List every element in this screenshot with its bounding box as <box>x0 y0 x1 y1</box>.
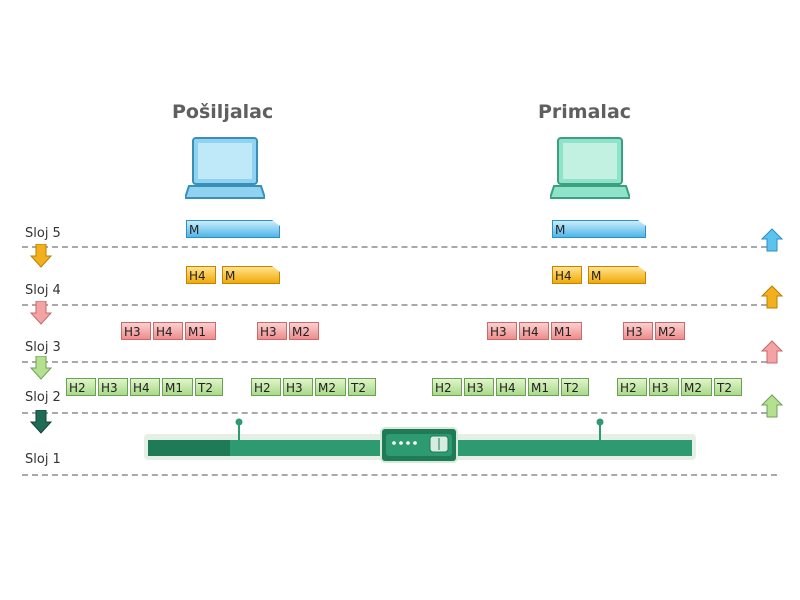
sender-l2-frame2-h3: H3 <box>283 378 313 396</box>
layer-label-5: Sloj 5 <box>25 226 61 241</box>
up-arrow-icon-layer4 <box>760 285 784 309</box>
layer-label-4: Sloj 4 <box>25 283 61 298</box>
receiver-l2-frame1-h4: H4 <box>496 378 526 396</box>
layer-label-3: Sloj 3 <box>25 340 61 355</box>
receiver-l3-packet1-h4: H4 <box>519 322 549 340</box>
sender-l3-packet2-m2: M2 <box>289 322 319 340</box>
layer-separator-4 <box>22 304 777 306</box>
sender-title: Pošiljalac <box>172 101 274 123</box>
network-switch-icon <box>380 427 458 463</box>
sender-l3-packet1-m1: M1 <box>185 322 216 340</box>
sender-l2-frame1-h3: H3 <box>98 378 128 396</box>
receiver-l2-frame2-h3: H3 <box>649 378 679 396</box>
receiver-l2-frame1-t2: T2 <box>561 378 589 396</box>
sender-l3-packet1-h3: H3 <box>121 322 151 340</box>
layer-separator-3 <box>22 361 777 363</box>
receiver-l3-packet1-m1: M1 <box>551 322 582 340</box>
sender-l2-frame2-h2: H2 <box>251 378 281 396</box>
down-arrow-icon-layer2 <box>30 410 52 434</box>
receiver-l4-header: H4 <box>552 266 582 284</box>
sender-l4-message: M <box>222 266 280 284</box>
sender-l2-frame2-t2: T2 <box>348 378 376 396</box>
up-arrow-icon-layer3 <box>760 340 784 364</box>
receiver-l3-packet2-m2: M2 <box>655 322 685 340</box>
receiver-l2-frame1-h2: H2 <box>432 378 462 396</box>
sender-l2-frame2-m2: M2 <box>315 378 346 396</box>
sender-l2-frame1-m1: M1 <box>162 378 193 396</box>
down-arrow-icon-layer5 <box>30 244 52 268</box>
receiver-l2-frame2-m2: M2 <box>681 378 712 396</box>
layer-separator-5 <box>22 246 777 248</box>
receiver-l3-packet2-h3: H3 <box>623 322 653 340</box>
sender-l3-packet2-h3: H3 <box>257 322 287 340</box>
sender-l4-header: H4 <box>186 266 216 284</box>
sender-l2-frame1-h4: H4 <box>130 378 160 396</box>
up-arrow-icon-layer2 <box>760 394 784 418</box>
sender-l3-packet1-h4: H4 <box>153 322 183 340</box>
sender-l5-message: M <box>186 220 280 238</box>
layer-label-2: Sloj 2 <box>25 390 61 405</box>
receiver-computer-icon <box>550 137 630 199</box>
sender-computer-icon <box>185 137 265 199</box>
receiver-l2-frame1-m1: M1 <box>528 378 559 396</box>
sender-l2-frame1-t2: T2 <box>195 378 223 396</box>
down-arrow-icon-layer3 <box>30 356 52 380</box>
receiver-l2-frame1-h3: H3 <box>464 378 494 396</box>
receiver-l5-message: M <box>552 220 646 238</box>
receiver-l4-message: M <box>588 266 646 284</box>
layer-label-1: Sloj 1 <box>25 452 61 467</box>
layer-separator-2 <box>22 412 777 414</box>
receiver-l2-frame2-h2: H2 <box>617 378 647 396</box>
receiver-title: Primalac <box>538 101 632 123</box>
layer-separator-1 <box>22 474 777 476</box>
receiver-l3-packet1-h3: H3 <box>487 322 517 340</box>
receiver-l2-frame2-t2: T2 <box>714 378 742 396</box>
up-arrow-icon-layer5 <box>760 228 784 252</box>
sender-l2-frame1-h2: H2 <box>66 378 96 396</box>
down-arrow-icon-layer4 <box>30 301 52 325</box>
